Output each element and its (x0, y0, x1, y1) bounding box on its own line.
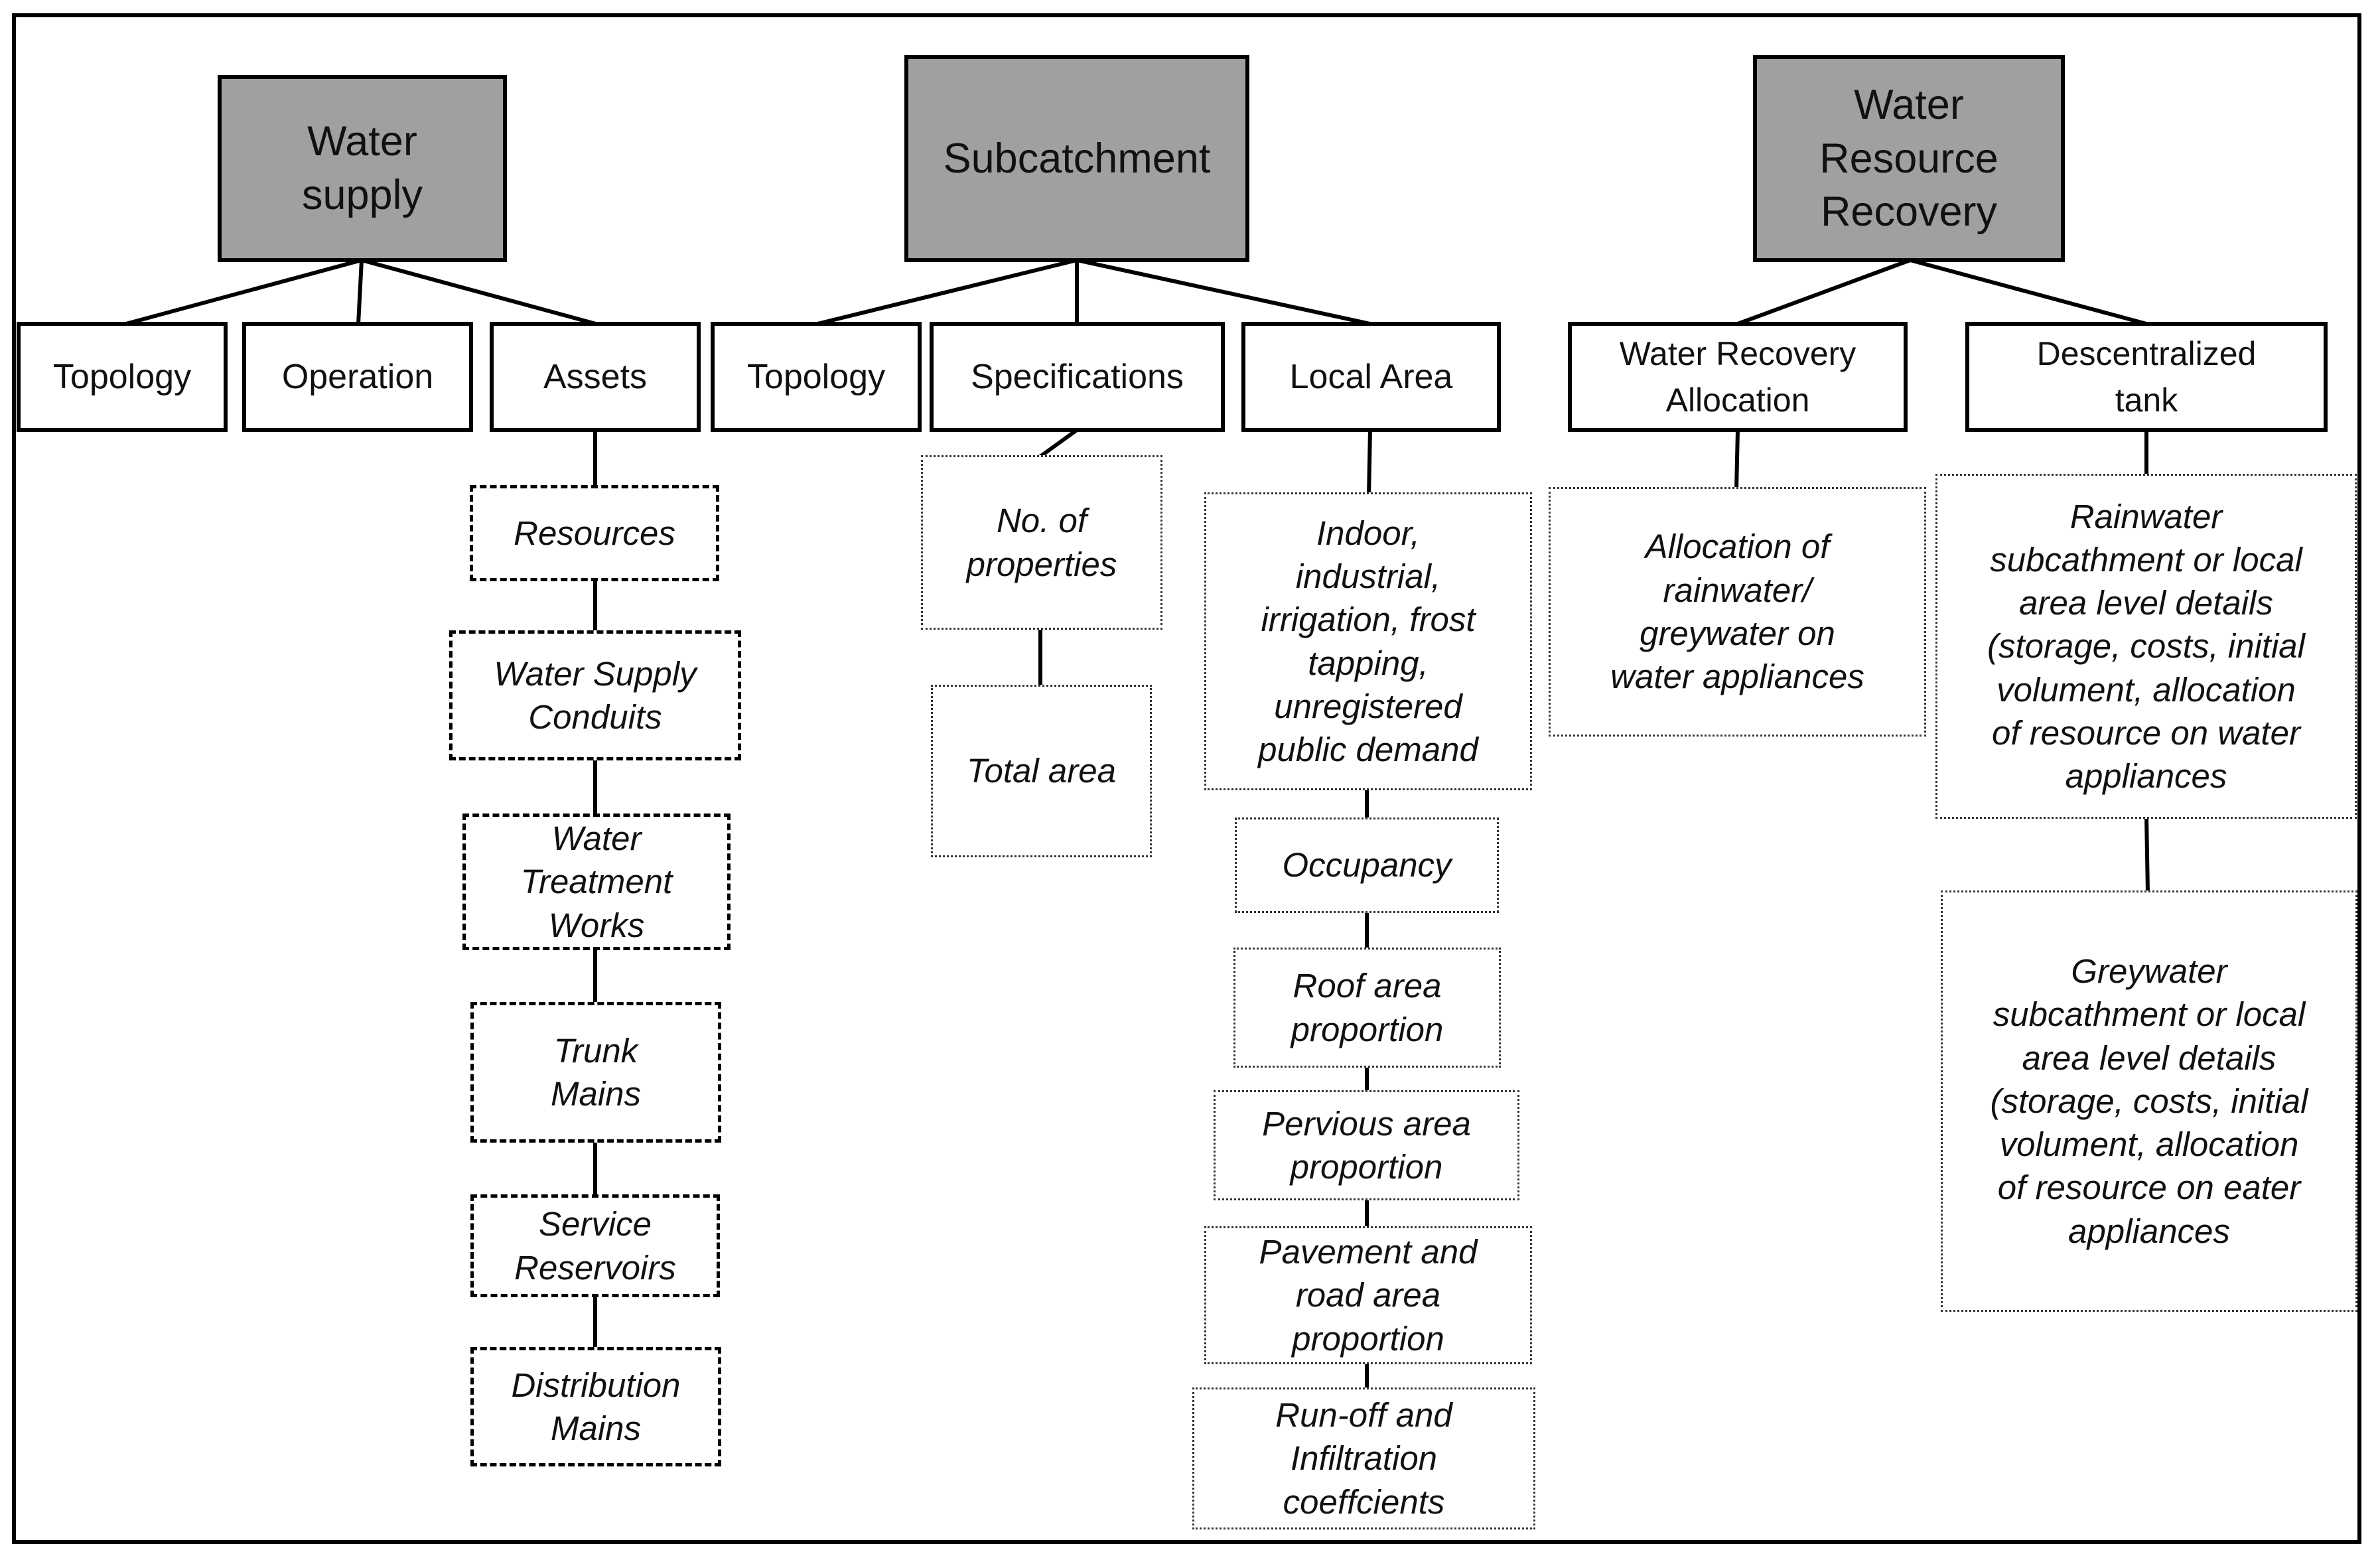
local-area-node: Indoor, industrial, irrigation, frost ta… (1204, 492, 1532, 790)
specification-node: No. of properties (921, 455, 1162, 630)
local-area-node: Pervious area proportion (1214, 1090, 1519, 1200)
local-area-label: Occupancy (1282, 846, 1452, 885)
tank-detail-node: Rainwater subcathment or local area leve… (1935, 474, 2357, 819)
asset-node: Service Reservoirs (470, 1194, 720, 1297)
connector-line (1037, 428, 1078, 460)
asset-label: Water Supply Conduits (494, 654, 697, 736)
water-supply-node: Water supply (218, 75, 507, 262)
asset-node: Distribution Mains (470, 1347, 721, 1466)
water-supply-label: Water supply (301, 118, 423, 218)
connector-line (1367, 429, 1372, 496)
ws-assets-label: Assets (543, 357, 648, 396)
subcatchment-node: Subcatchment (904, 55, 1249, 262)
wrr-tank-label: Descentralized tank (2036, 335, 2257, 419)
asset-node: Trunk Mains (470, 1002, 721, 1143)
wrr-allocation-node: Water Recovery Allocation (1568, 322, 1908, 432)
diagram-frame (12, 13, 2361, 1544)
asset-label: Water Treatment Works (520, 819, 673, 944)
asset-label: Trunk Mains (550, 1031, 642, 1113)
water-resource-recovery-label: Water Resource Recovery (1819, 82, 1998, 236)
connector-line (125, 258, 362, 326)
sc-local-area-node: Local Area (1241, 322, 1501, 432)
local-area-label: Roof area proportion (1291, 967, 1444, 1048)
ws-assets-node: Assets (490, 322, 701, 432)
specification-label: Total area (967, 752, 1116, 790)
local-area-label: Pervious area proportion (1262, 1104, 1471, 1186)
specification-node: Total area (931, 685, 1152, 857)
connector-line (361, 258, 596, 326)
recovery-allocation-node: Allocation of rainwater/ greywater on wa… (1549, 487, 1926, 737)
sc-topology-node: Topology (711, 322, 922, 432)
local-area-node: Run-off and Infiltration coeffcients (1192, 1387, 1535, 1529)
sc-specifications-label: Specifications (971, 357, 1184, 396)
connector-line (2144, 815, 2150, 894)
tank-detail-label: Greywater subcathment or local area leve… (1990, 952, 2308, 1250)
water-resource-recovery-node: Water Resource Recovery (1753, 55, 2065, 262)
ws-operation-node: Operation (242, 322, 473, 432)
ws-topology-node: Topology (17, 322, 228, 432)
connector-line (817, 258, 1078, 326)
local-area-node: Pavement and road area proportion (1204, 1226, 1532, 1364)
connector-line (1736, 258, 1912, 326)
sc-local-area-label: Local Area (1289, 357, 1453, 396)
asset-node: Resources (470, 485, 719, 581)
local-area-node: Occupancy (1235, 817, 1499, 913)
subcatchment-label: Subcatchment (943, 135, 1211, 182)
local-area-label: Pavement and road area proportion (1259, 1233, 1478, 1358)
ws-topology-label: Topology (52, 357, 192, 396)
connector-line (356, 259, 364, 324)
recovery-allocation-label: Allocation of rainwater/ greywater on wa… (1610, 528, 1864, 696)
asset-node: Water Treatment Works (462, 814, 731, 950)
tank-detail-label: Rainwater subcathment or local area leve… (1987, 497, 2306, 796)
sc-topology-label: Topology (746, 357, 886, 396)
connector-line (1910, 258, 2147, 326)
ws-operation-label: Operation (281, 357, 434, 396)
local-area-label: Run-off and Infiltration coeffcients (1275, 1396, 1452, 1521)
local-area-label: Indoor, industrial, irrigation, frost ta… (1258, 514, 1478, 769)
asset-label: Resources (514, 514, 675, 552)
connector-line (1734, 429, 1740, 490)
tank-detail-node: Greywater subcathment or local area leve… (1941, 890, 2357, 1312)
asset-label: Service Reservoirs (514, 1205, 676, 1287)
asset-node: Water Supply Conduits (449, 630, 741, 760)
asset-label: Distribution Mains (511, 1366, 681, 1447)
sc-specifications-node: Specifications (930, 322, 1225, 432)
wrr-allocation-label: Water Recovery Allocation (1619, 335, 1856, 419)
local-area-node: Roof area proportion (1233, 948, 1501, 1068)
connector-line (1076, 258, 1371, 326)
wrr-tank-node: Descentralized tank (1965, 322, 2328, 432)
specification-label: No. of properties (966, 502, 1117, 583)
